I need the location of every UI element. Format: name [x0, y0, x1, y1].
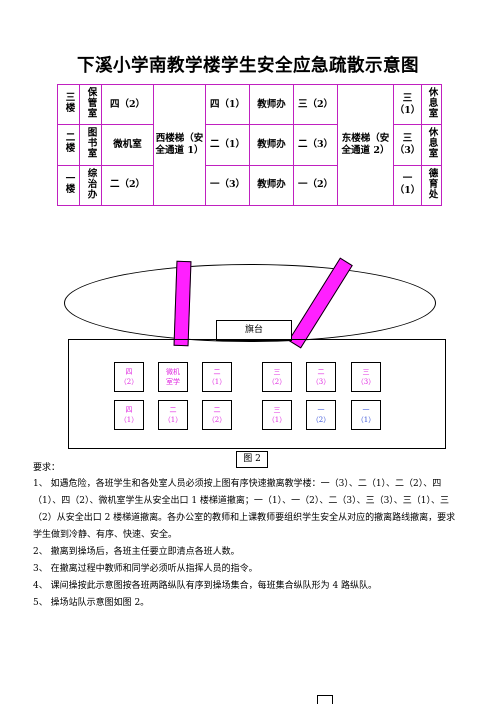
class-number: （1） — [356, 416, 376, 424]
west-stair-cell: 西楼梯（安全通道 1） — [153, 84, 206, 206]
class-name: 三 — [362, 368, 370, 376]
floor-row-3: 三楼 保管室 四（2） 西楼梯（安全通道 1） 四（1） 教师办 三（2） 东楼… — [57, 83, 442, 206]
class-box: 三 （1） — [262, 400, 292, 430]
class-number: （2） — [267, 378, 287, 386]
floor-row-2: 二楼 图书室 微机室 二（1） 教师办 二（3） 三（3） 休息室 — [57, 124, 442, 166]
class-name: 四 — [125, 406, 133, 414]
room-cell: 三（1） — [393, 83, 422, 126]
class-box: 二 （2） — [202, 400, 232, 430]
requirements-list: 1、 如遇危险，各班学生和各处室人员必须按上图有序快速撤离教学楼：一（3）、二（… — [33, 476, 463, 612]
requirement-item: 5、 操场站队示意图如图 2。 — [33, 598, 150, 608]
floor-plan-table: 三楼 保管室 四（2） 西楼梯（安全通道 1） 四（1） 教师办 三（2） 东楼… — [57, 83, 442, 207]
figure-label: 图 2 — [236, 451, 268, 468]
room-cell: 二（3） — [293, 124, 338, 166]
room-cell: 休息室 — [426, 127, 438, 159]
class-name: 二 — [169, 406, 177, 414]
room-cell: 教师办 — [249, 124, 294, 166]
class-name: 三 — [273, 406, 281, 414]
class-box: 一 （2） — [306, 400, 336, 430]
class-name: 三 — [273, 368, 281, 376]
room-cell: 微机室 — [101, 124, 154, 166]
class-box: 三 （2） — [262, 362, 292, 392]
class-name: 二 — [317, 368, 325, 376]
room-cell: 教师办 — [249, 164, 294, 207]
class-number: （2） — [119, 378, 139, 386]
room-cell: 教师办 — [249, 83, 294, 126]
room-cell: 四（1） — [205, 83, 250, 126]
room-cell: 保管室 — [85, 86, 97, 119]
room-cell: 一（3） — [205, 164, 250, 207]
class-box: 二 （1） — [202, 362, 232, 392]
class-box: 四 （1） — [114, 400, 144, 430]
room-cell: 二（2） — [101, 164, 154, 207]
room-cell: 三（2） — [293, 83, 338, 126]
flag-platform: 旗台 — [216, 320, 292, 341]
class-number: （1） — [163, 416, 183, 424]
class-name: 二 — [213, 368, 221, 376]
floor-label: 三楼 — [63, 92, 75, 114]
class-name: 一 — [317, 406, 325, 414]
class-name: 二 — [213, 406, 221, 414]
class-number: （3） — [356, 378, 376, 386]
floor-label: 一楼 — [63, 172, 75, 194]
room-cell: 四（2） — [101, 83, 154, 126]
class-number: （3） — [311, 378, 331, 386]
floor-label: 二楼 — [63, 132, 75, 154]
class-number: （2） — [311, 416, 331, 424]
room-cell: 综治办 — [85, 167, 97, 200]
page-title: 下溪小学南教学楼学生安全应急疏散示意图 — [77, 56, 419, 76]
room-cell: 三（3） — [393, 124, 422, 166]
assembly-field: 四（2）微机室学二（1）三（2）二（3）三（3） 四（1）二（1）二（2）三（1… — [68, 339, 446, 449]
class-box: 二 （1） — [158, 400, 188, 430]
class-name: 一 — [362, 406, 370, 414]
class-number: （2） — [207, 416, 227, 424]
class-name: 微机 — [166, 368, 180, 376]
class-number: （1） — [119, 416, 139, 424]
class-box: 四 （2） — [114, 362, 144, 392]
room-cell: 休息室 — [426, 86, 438, 119]
east-stair-cell: 东楼梯（安全通道 2） — [337, 84, 394, 206]
class-box: 一 （1） — [351, 400, 381, 430]
page-number-box — [317, 695, 333, 704]
class-box: 微机室学 — [158, 362, 188, 392]
floor-row-1: 一楼 综治办 二（2） 一（3） 教师办 一（2） 一（1） 德育处 — [57, 164, 442, 207]
room-cell: 图书室 — [85, 127, 97, 159]
room-cell: 一（1） — [393, 164, 422, 207]
requirements-heading: 要求： — [33, 463, 61, 473]
playground-track — [64, 264, 436, 342]
exit-path-1 — [173, 260, 192, 347]
requirement-item: 4、 课间操按此示意图按各班两路纵队有序到操场集合，每班集合纵队形为 4 路纵队… — [33, 581, 378, 591]
requirement-item: 2、 撤离到操场后，各班主任要立即清点各班人数。 — [33, 547, 240, 557]
class-number: （1） — [267, 416, 287, 424]
room-cell: 二（1） — [205, 124, 250, 166]
room-cell: 德育处 — [426, 167, 438, 200]
class-number: 室学 — [166, 378, 180, 386]
room-cell: 一（2） — [293, 164, 338, 207]
requirement-item: 1、 如遇危险，各班学生和各处室人员必须按上图有序快速撤离教学楼：一（3）、二（… — [33, 479, 456, 540]
requirement-item: 3、 在撤离过程中教师和同学必须听从指挥人员的指令。 — [33, 564, 258, 574]
class-box: 三 （3） — [351, 362, 381, 392]
class-box: 二 （3） — [306, 362, 336, 392]
class-number: （1） — [207, 378, 227, 386]
class-name: 四 — [125, 368, 133, 376]
